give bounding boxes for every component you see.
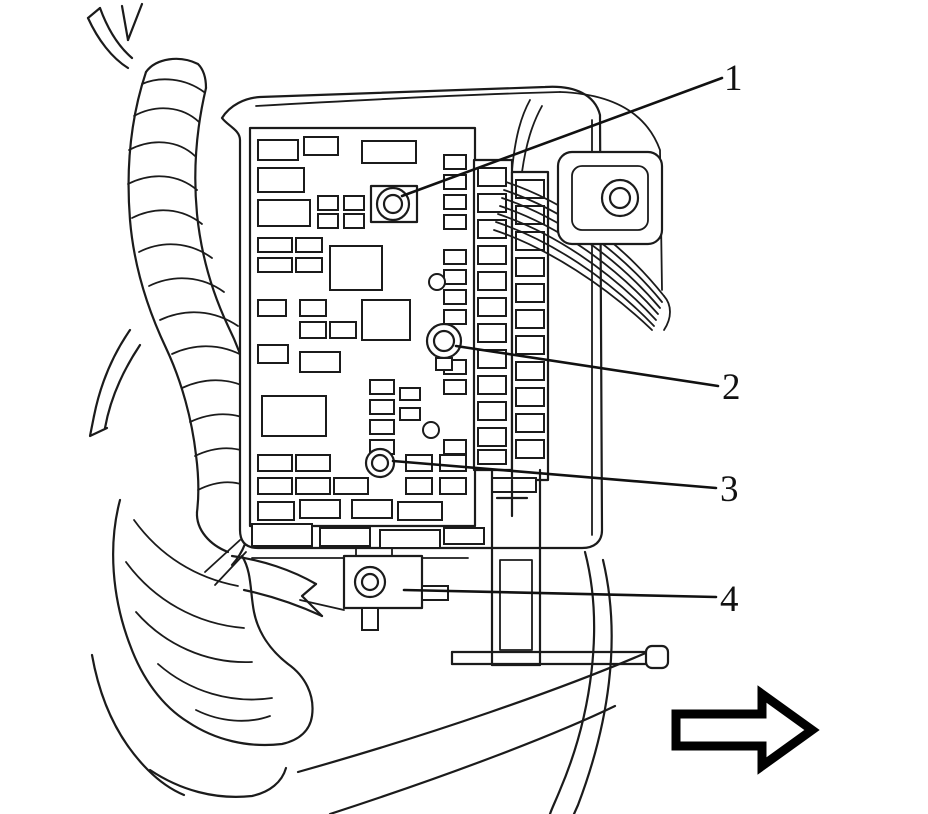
bolt-2: [425, 322, 463, 371]
callout-3-leader: [391, 459, 718, 490]
body-panel-lines: [296, 550, 670, 814]
callout-4-leader: [402, 588, 718, 599]
callouts: 1 2 3 4: [391, 58, 743, 620]
callout-2-leader: [454, 344, 720, 388]
callout-1-leader: [400, 76, 724, 198]
connector-comb-right: [515, 179, 545, 459]
support-rod: [450, 644, 670, 670]
fuse-grid: [251, 136, 485, 549]
direction-arrow-icon: [671, 685, 820, 775]
bolt-3: [364, 447, 396, 479]
callout-2-label: 2: [722, 367, 741, 408]
callout-4-label: 4: [720, 579, 739, 620]
wiring-harness-drawing: [86, 2, 314, 798]
connector-bank: [472, 99, 671, 667]
harness-foreground-flap: [230, 554, 324, 618]
connector-comb-left: [477, 167, 507, 465]
bolt-1: [369, 184, 419, 224]
bolt-4: [353, 565, 387, 599]
fuse-panel: [248, 126, 485, 549]
mounting-bracket: [556, 91, 664, 291]
callout-3-label: 3: [720, 469, 739, 510]
callout-1-label: 1: [724, 58, 743, 99]
